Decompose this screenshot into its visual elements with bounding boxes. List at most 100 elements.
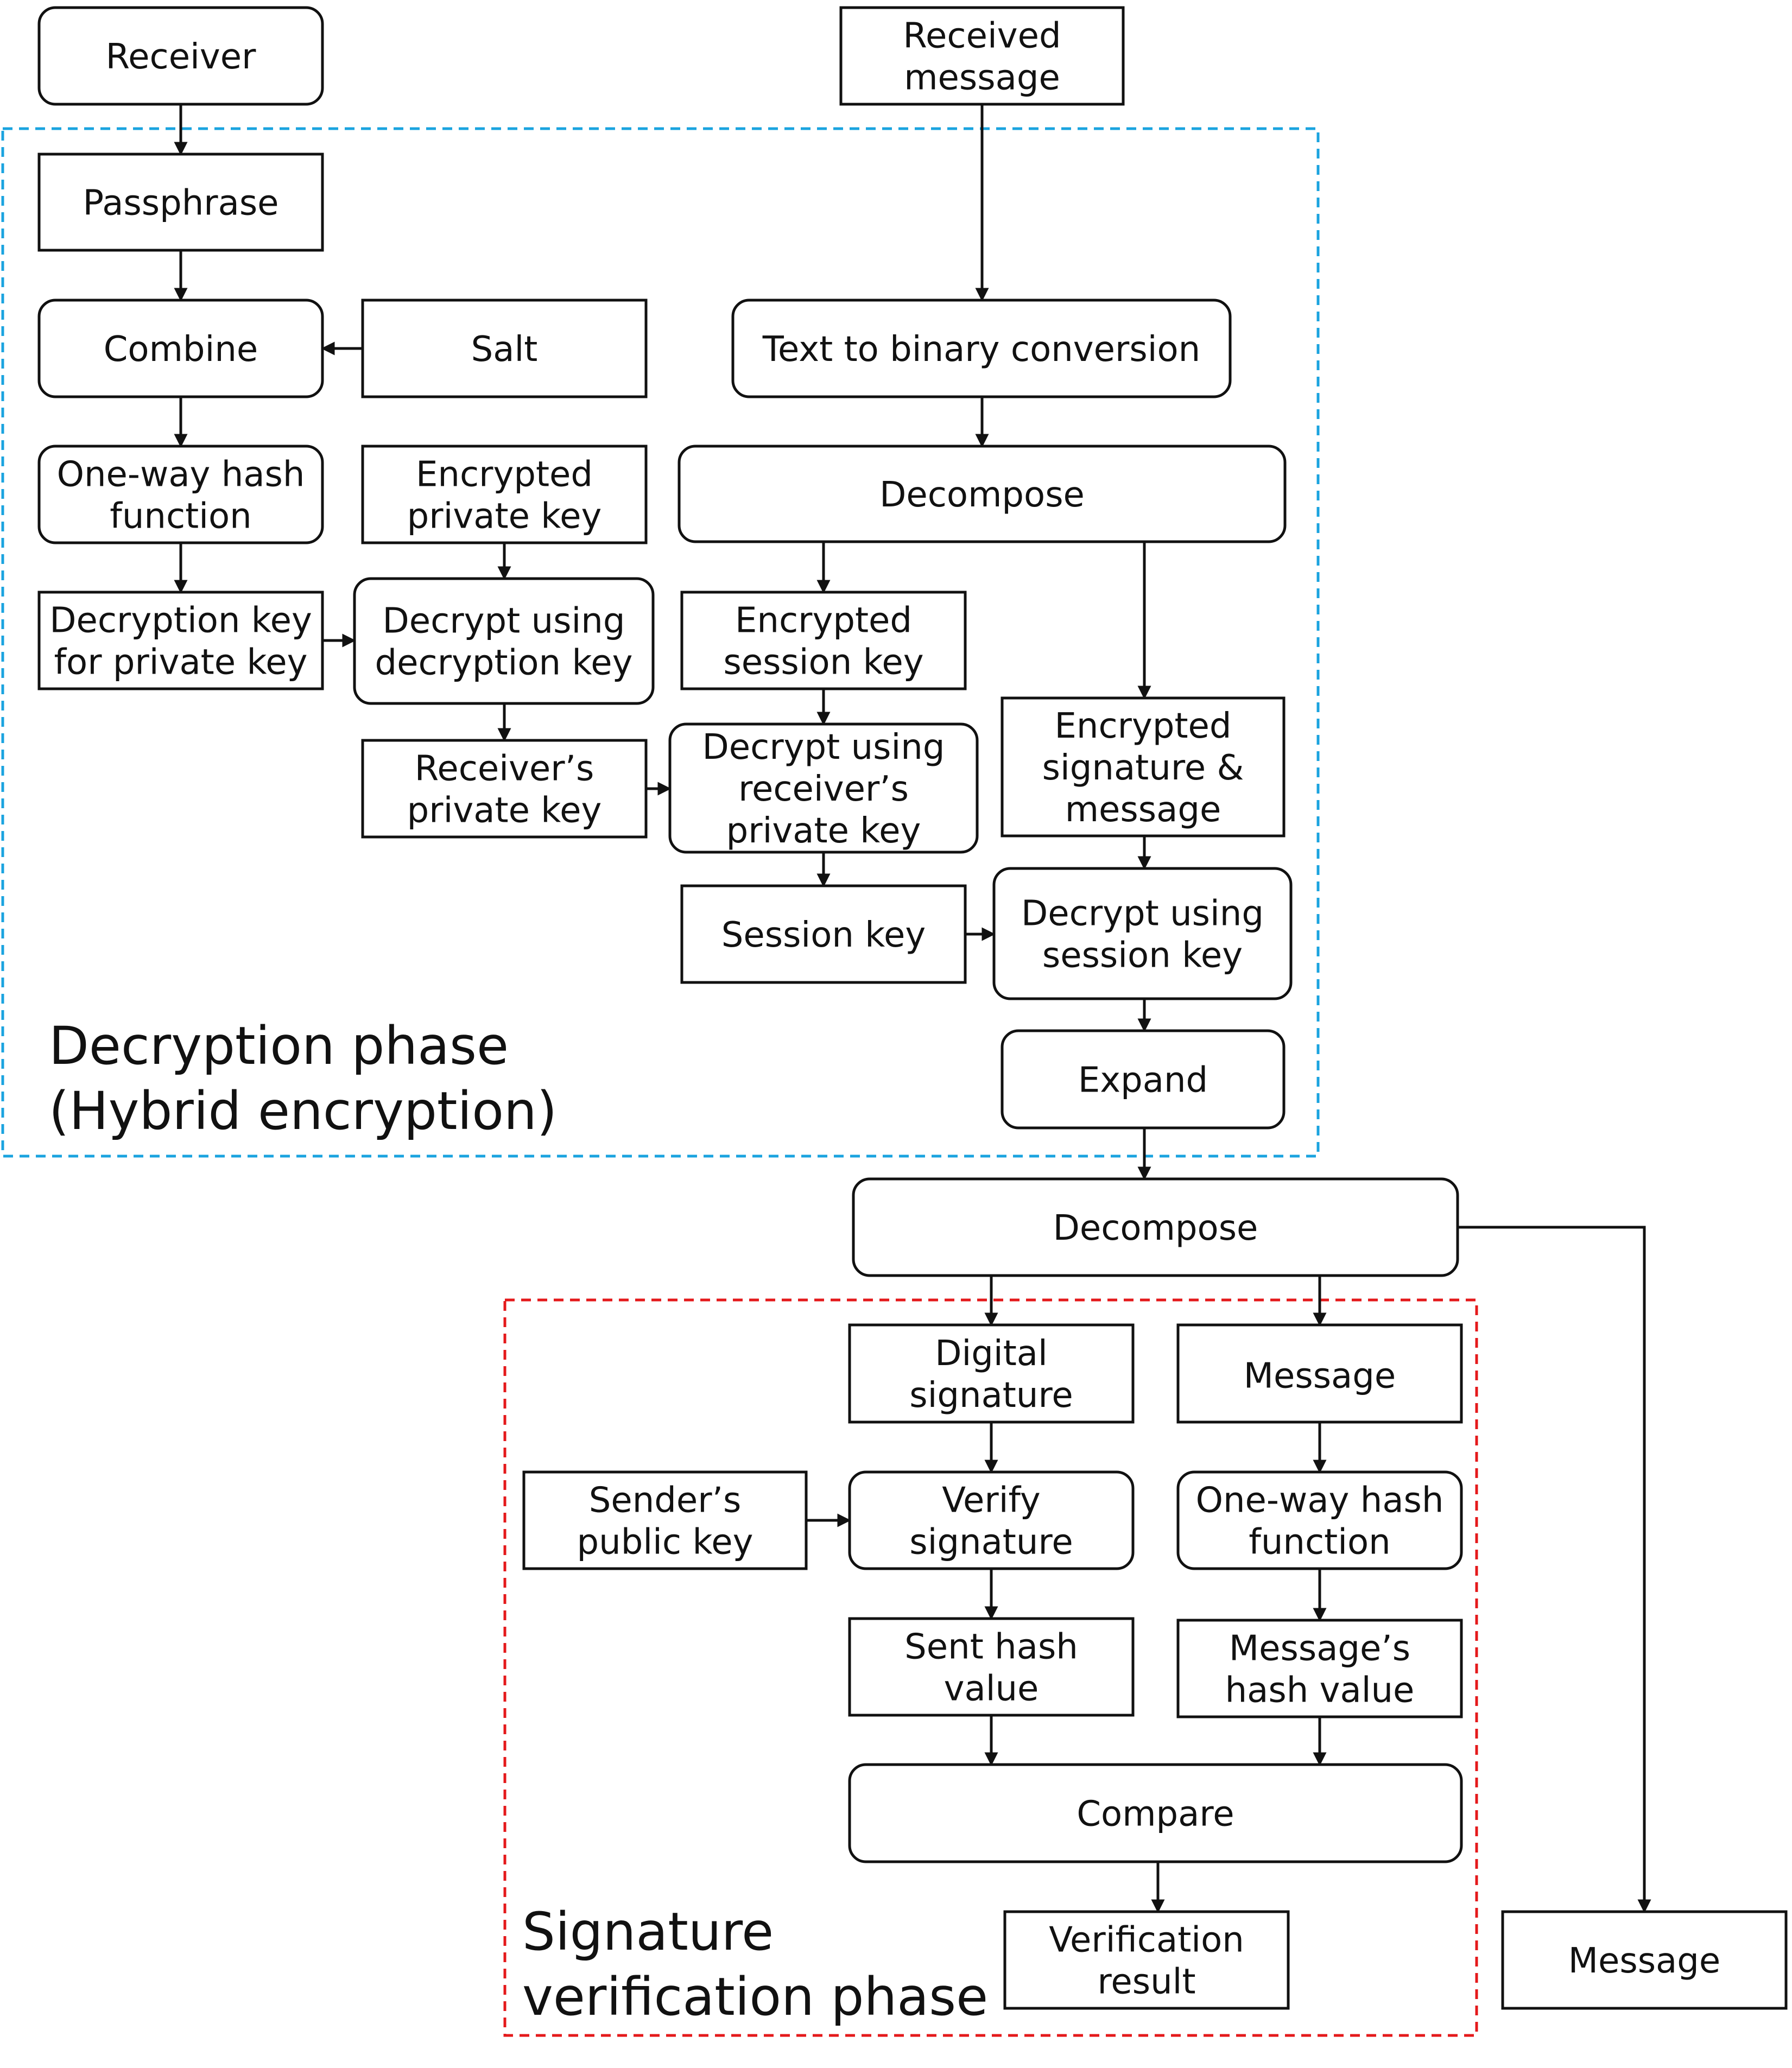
node-box: [680, 884, 967, 984]
node-label: signature: [909, 1522, 1073, 1562]
node-label: private key: [726, 811, 921, 851]
node-label: Verification: [1049, 1920, 1244, 1961]
verification-phase-region: [503, 1298, 1478, 2037]
node-expand: Expand: [1001, 1029, 1286, 1130]
node-label: session key: [1042, 935, 1243, 975]
node-label: Message: [1568, 1941, 1721, 1981]
node-box: [992, 867, 1293, 1000]
node-label: function: [110, 496, 251, 536]
node-label: value: [944, 1669, 1039, 1709]
node-box: [37, 591, 324, 690]
decryption-phase-label: Decryption phase(Hybrid encryption): [49, 1016, 557, 1141]
node-session-key: Session key: [680, 884, 967, 984]
node-box: [1501, 1910, 1788, 2010]
node-label: private key: [407, 496, 602, 536]
node-label: hash value: [1225, 1670, 1415, 1710]
node-box: [677, 445, 1287, 543]
node-box: [37, 299, 324, 398]
node-label: Encrypted: [735, 601, 912, 641]
node-label: Message’s: [1229, 1629, 1410, 1669]
node-box: [848, 1763, 1463, 1863]
node-label: Combine: [104, 329, 258, 370]
node-box: [731, 299, 1232, 398]
node-label: public key: [577, 1522, 753, 1562]
node-label: Decompose: [879, 475, 1085, 515]
node-box: [37, 153, 324, 252]
node-label: Text to binary conversion: [762, 329, 1200, 370]
node-label: message: [1065, 790, 1221, 830]
node-label: Sent hash: [904, 1627, 1078, 1667]
phase-label-line: Decryption phase: [49, 1016, 509, 1076]
node-box: [839, 6, 1125, 106]
node-label: Decryption key: [49, 601, 312, 641]
node-label: Expand: [1078, 1061, 1208, 1101]
node-box: [522, 1470, 808, 1570]
node-message-1: Message: [1176, 1323, 1463, 1424]
node-label: Encrypted: [1054, 706, 1231, 746]
node-label: for private key: [54, 642, 308, 682]
node-label: decryption key: [375, 643, 633, 683]
node-label: Compare: [1077, 1794, 1234, 1835]
node-salt: Salt: [361, 299, 648, 398]
node-box: [353, 577, 655, 705]
node-label: Receiver: [106, 37, 257, 77]
node-box: [1176, 1470, 1463, 1570]
node-label: Digital: [935, 1334, 1048, 1374]
node-box: [361, 445, 648, 544]
node-label: One-way hash: [57, 455, 305, 495]
node-label: Passphrase: [83, 183, 278, 224]
node-label: session key: [723, 642, 923, 682]
node-label: Message: [1244, 1356, 1396, 1396]
node-message-out: Message: [1501, 1910, 1788, 2010]
node-label: Decrypt using: [702, 727, 945, 767]
node-box: [37, 445, 324, 544]
node-box: [1176, 1323, 1463, 1424]
node-label: Receiver’s: [415, 749, 594, 789]
node-receiver: Receiver: [37, 6, 324, 106]
node-box: [1176, 1619, 1463, 1718]
node-label: result: [1097, 1962, 1195, 2002]
node-label: Encrypted: [416, 455, 593, 495]
node-label: Received: [903, 16, 1061, 56]
node-label: Decrypt using: [383, 601, 625, 642]
node-label: signature &: [1042, 748, 1244, 788]
arrow-decompose2-to-messageout: [1458, 1226, 1651, 1913]
node-label: Verify: [942, 1481, 1041, 1521]
node-compare: Compare: [848, 1763, 1463, 1863]
node-label: One-way hash: [1196, 1481, 1444, 1521]
node-label: Sender’s: [589, 1481, 742, 1521]
node-combine: Combine: [37, 299, 324, 398]
decryption-phase-region: [1, 127, 1320, 1158]
node-text-to-binary: Text to binary conversion: [731, 299, 1232, 398]
node-box: [1003, 1910, 1290, 2010]
node-box: [668, 722, 979, 854]
node-label: signature: [909, 1375, 1073, 1416]
node-box: [361, 739, 648, 839]
node-box: [361, 299, 648, 398]
node-label: Session key: [721, 915, 926, 955]
node-box: [848, 1323, 1135, 1424]
node-box: [848, 1470, 1135, 1570]
node-label: receiver’s: [738, 769, 909, 809]
node-box: [680, 591, 967, 690]
node-label: function: [1249, 1522, 1390, 1562]
node-decompose-1: Decompose: [677, 445, 1287, 543]
node-box: [1001, 1029, 1286, 1130]
node-label: private key: [407, 790, 602, 830]
